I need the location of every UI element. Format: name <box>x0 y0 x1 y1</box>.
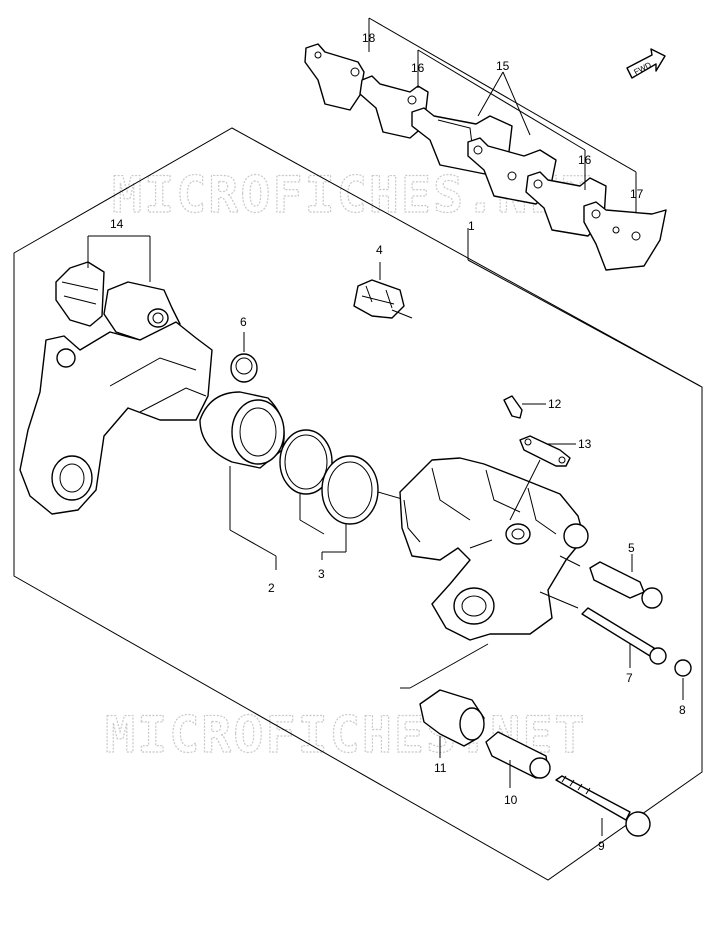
sleeve-10 <box>485 731 551 779</box>
callout-11: 11 <box>434 761 447 775</box>
boot-6 <box>230 353 258 383</box>
callout-3: 3 <box>318 567 325 581</box>
callout-10: 10 <box>504 793 518 807</box>
seal-3b <box>321 455 379 525</box>
callout-13: 13 <box>578 437 592 451</box>
callout-5: 5 <box>628 541 635 555</box>
callout-17: 17 <box>630 187 644 201</box>
callout-7: 7 <box>626 671 633 685</box>
callout-2: 2 <box>268 581 275 595</box>
pin-7 <box>581 607 667 665</box>
assembly-frame <box>13 127 703 881</box>
seal-3a <box>279 429 333 495</box>
bleeder-12 <box>503 395 523 419</box>
caliper-bracket-14 <box>19 261 213 515</box>
callout-6: 6 <box>240 315 247 329</box>
fwd-arrow-icon: FWD <box>626 48 666 79</box>
callout-4: 4 <box>376 243 383 257</box>
pad-18 <box>304 43 365 111</box>
plug-8 <box>674 659 692 677</box>
pad-17 <box>583 201 667 271</box>
caliper-body-1 <box>399 457 589 641</box>
pad-spring-4 <box>353 279 413 319</box>
pad-spring-14 <box>55 261 105 327</box>
brake-pad-set <box>304 17 667 271</box>
pin-5 <box>589 561 663 609</box>
callout-14: 14 <box>110 217 124 231</box>
bolt-9 <box>555 775 651 837</box>
callout-15: 15 <box>496 59 510 73</box>
callout-9: 9 <box>598 839 605 853</box>
plate-13 <box>519 435 571 467</box>
callout-12: 12 <box>548 397 562 411</box>
callout-16-top: 16 <box>411 61 425 75</box>
callout-18: 18 <box>362 31 376 45</box>
callout-8: 8 <box>679 703 686 717</box>
piston-2 <box>199 391 285 469</box>
callout-1: 1 <box>468 219 475 233</box>
callout-16-bottom: 16 <box>578 153 592 167</box>
bushing-11 <box>419 689 485 747</box>
